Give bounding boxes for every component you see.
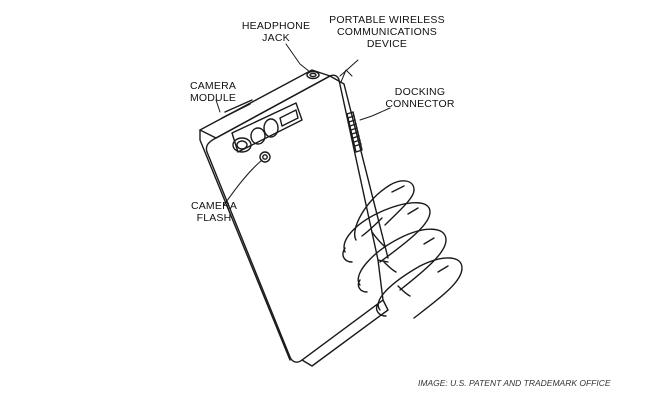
label-portable-device: PORTABLE WIRELESS COMMUNICATIONS DEVICE <box>329 14 445 50</box>
hand <box>342 180 463 319</box>
label-camera-module: CAMERA MODULE <box>189 80 237 104</box>
headphone-jack <box>306 70 320 80</box>
leader-lines <box>215 43 391 206</box>
image-credit: IMAGE: U.S. PATENT AND TRADEMARK OFFICE <box>418 378 611 388</box>
label-docking-connector: DOCKING CONNECTOR <box>385 86 455 110</box>
camera-flash <box>259 151 271 163</box>
label-camera-flash: CAMERA FLASH <box>190 200 238 224</box>
phone-body <box>199 69 389 367</box>
label-headphone-jack: HEADPHONE JACK <box>241 20 311 44</box>
camera-module <box>221 99 303 153</box>
docking-connector <box>346 111 363 153</box>
